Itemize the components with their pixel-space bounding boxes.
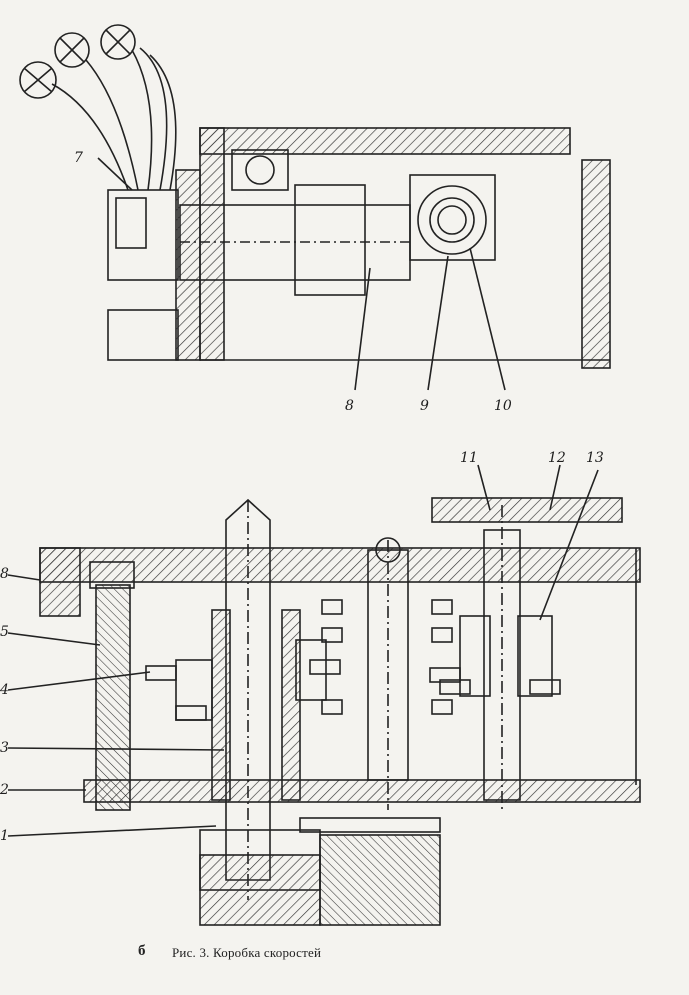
callout-12: 12 bbox=[548, 450, 566, 466]
callout-4: 4 bbox=[0, 682, 9, 698]
lever-knob bbox=[19, 61, 57, 99]
callout-13: 13 bbox=[586, 450, 604, 466]
bottom-view bbox=[7, 464, 641, 926]
callout-8: 8 bbox=[345, 398, 354, 414]
figure-caption: Рис. 3. Коробка скоростей bbox=[172, 945, 322, 960]
callout-9: 9 bbox=[420, 398, 429, 414]
lever-knob bbox=[54, 32, 90, 68]
callout-1: 1 bbox=[0, 828, 9, 844]
figure-sub-label: б bbox=[138, 943, 146, 959]
callout-2: 2 bbox=[0, 782, 9, 798]
bottom-callouts: 11 12 13 8 5 4 3 2 1 bbox=[0, 450, 604, 844]
top-callouts: 7 8 9 10 bbox=[74, 150, 512, 414]
callout-3: 3 bbox=[0, 740, 9, 756]
callout-7: 7 bbox=[74, 150, 83, 166]
gear bbox=[417, 185, 487, 255]
top-view bbox=[19, 24, 611, 391]
lever-knob bbox=[100, 24, 136, 60]
callout-10: 10 bbox=[494, 398, 512, 414]
callout-5: 5 bbox=[0, 624, 9, 640]
callout-11: 11 bbox=[460, 450, 478, 466]
callout-left-8: 8 bbox=[0, 566, 9, 582]
